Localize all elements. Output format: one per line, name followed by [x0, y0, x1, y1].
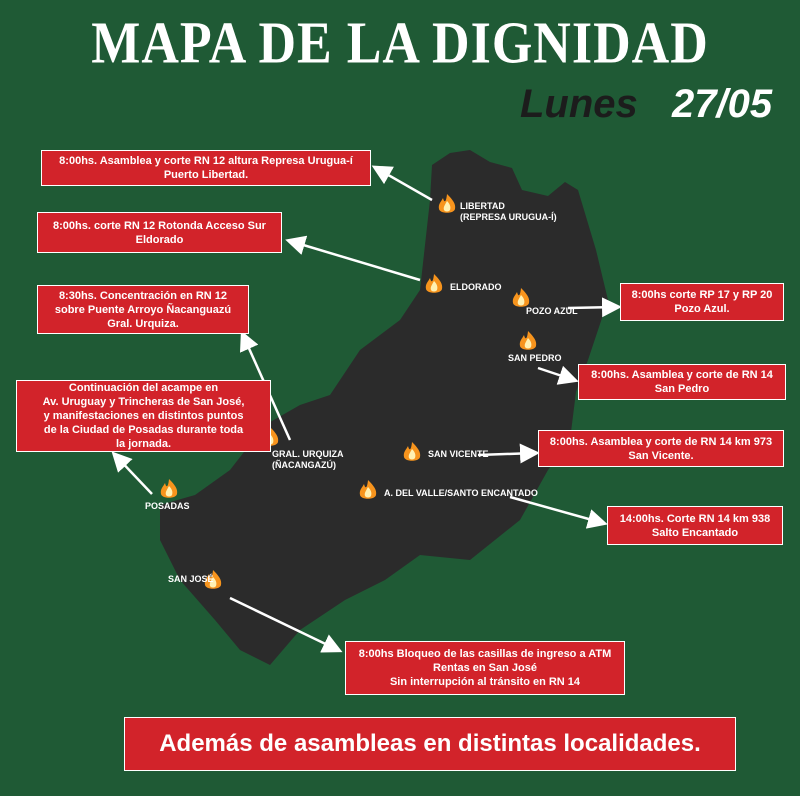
day-label: Lunes — [520, 82, 638, 126]
arrow-posadas — [111, 451, 153, 495]
place-eldorado: ELDORADO — [450, 282, 502, 292]
arrow-san-pedro — [537, 365, 579, 385]
arrow-san-jose — [229, 596, 343, 653]
date-label: 27/05 — [672, 82, 773, 126]
event-san-pedro: 8:00hs. Asamblea y corte de RN 14 San Pe… — [578, 364, 786, 400]
province-shape — [160, 150, 608, 665]
event-pozo-azul: 8:00hs corte RP 17 y RP 20 Pozo Azul. — [620, 283, 784, 321]
arrow-eldorado — [285, 235, 421, 282]
event-san-vicente: 8:00hs. Asamblea y corte de RN 14 km 973… — [538, 430, 784, 467]
place-libertad: LIBERTAD (REPRESA URUGUA-Í) — [460, 201, 557, 222]
event-urquiza: 8:30hs. Concentración en RN 12 sobre Pue… — [37, 285, 249, 334]
place-del-valle: A. DEL VALLE/SANTO ENCANTADO — [384, 488, 538, 498]
arrow-libertad — [371, 165, 433, 202]
event-libertad: 8:00hs. Asamblea y corte RN 12 altura Re… — [41, 150, 371, 186]
arrow-pozo-azul — [567, 297, 622, 318]
event-posadas: Continuación del acampe en Av. Uruguay y… — [16, 380, 271, 452]
event-salto: 14:00hs. Corte RN 14 km 938 Salto Encant… — [607, 506, 783, 545]
place-pozo-azul: POZO AZUL — [526, 306, 578, 316]
page-title: MAPA DE LA DIGNIDAD — [91, 10, 709, 77]
event-san-jose: 8:00hs Bloqueo de las casillas de ingres… — [345, 641, 625, 695]
footer-banner: Además de asambleas en distintas localid… — [124, 717, 736, 771]
place-san-pedro: SAN PEDRO — [508, 353, 562, 363]
place-san-vicente: SAN VICENTE — [428, 449, 489, 459]
fire-icon — [160, 479, 178, 498]
place-san-jose: SAN JOSÉ — [168, 574, 214, 584]
arrow-san-vicente — [477, 443, 540, 464]
place-posadas: POSADAS — [145, 501, 190, 511]
arrow-salto — [509, 495, 608, 529]
event-eldorado: 8:00hs. corte RN 12 Rotonda Acceso Sur E… — [37, 212, 282, 253]
place-gral-urquiza: GRAL. URQUIZA (ÑACANGAZÚ) — [272, 449, 344, 470]
